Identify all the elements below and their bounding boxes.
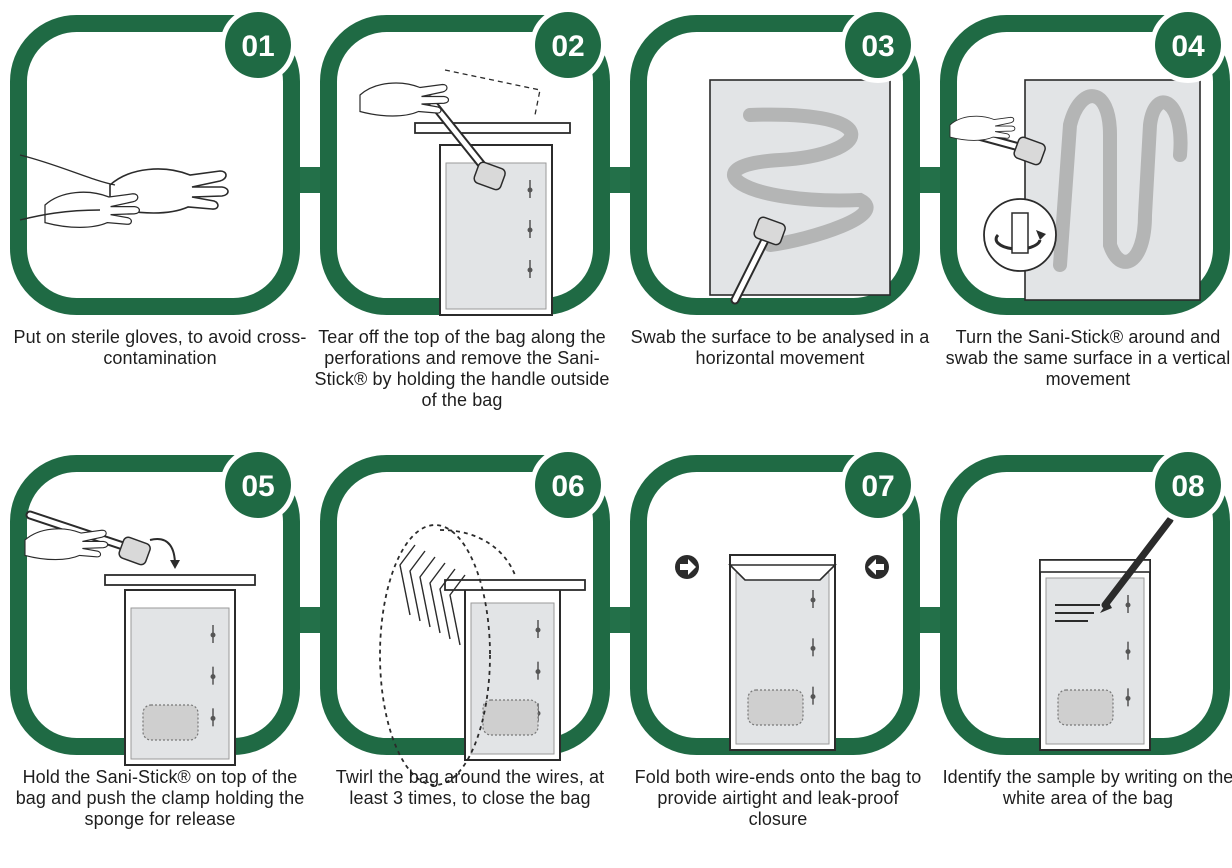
step-number-badge: 03 xyxy=(840,7,916,83)
step-number-label: 08 xyxy=(1171,470,1204,503)
gloved-hand-icon xyxy=(360,83,449,116)
step-number-label: 03 xyxy=(861,30,894,63)
step-number-badge: 04 xyxy=(1150,7,1226,83)
sample-bag-icon xyxy=(125,590,235,765)
sample-bag-icon xyxy=(730,555,835,750)
sponge-icon xyxy=(143,705,198,740)
step-05: 05 xyxy=(19,447,297,765)
sponge-icon xyxy=(1058,690,1113,725)
step-07: 07 xyxy=(639,447,917,750)
step-caption-05: Hold the Sani-Stick® on top of the bag a… xyxy=(10,767,310,830)
step-03: 03 xyxy=(639,7,917,307)
step-number-badge: 06 xyxy=(530,447,606,523)
step-number-badge: 07 xyxy=(840,447,916,523)
horizontal-swab-icon xyxy=(710,80,890,300)
step-number-label: 01 xyxy=(241,30,274,63)
surface-panel-icon xyxy=(710,80,890,295)
step-02: 02 xyxy=(329,7,607,315)
step-04: 04 xyxy=(949,7,1227,307)
step-number-label: 02 xyxy=(551,30,584,63)
step-caption-07: Fold both wire-ends onto the bag to prov… xyxy=(628,767,928,830)
push-left-arrow-icon xyxy=(675,555,699,579)
step-number-label: 05 xyxy=(241,470,274,503)
step-number-badge: 02 xyxy=(530,7,606,83)
step-number-badge: 08 xyxy=(1150,447,1226,523)
step-number-label: 07 xyxy=(861,470,894,503)
step-number-label: 06 xyxy=(551,470,584,503)
sample-bag-icon xyxy=(465,585,560,760)
step-caption-04: Turn the Sani-Stick® around and swab the… xyxy=(938,327,1232,390)
surface-panel-icon xyxy=(1025,80,1200,300)
sponge-icon xyxy=(483,700,538,735)
step-caption-01: Put on sterile gloves, to avoid cross-co… xyxy=(10,327,310,369)
step-caption-08: Identify the sample by writing on the wh… xyxy=(938,767,1232,809)
sample-bag-icon xyxy=(1040,560,1150,750)
step-number-badge: 01 xyxy=(220,7,296,83)
step-caption-03: Swab the surface to be analysed in a hor… xyxy=(630,327,930,369)
sponge-icon xyxy=(748,690,803,725)
gloved-hand-icon xyxy=(25,529,108,560)
rotate-stick-icon xyxy=(984,199,1056,271)
step-01: 01 xyxy=(19,7,297,307)
push-right-arrow-icon xyxy=(865,555,889,579)
step-number-label: 04 xyxy=(1171,30,1205,63)
step-08: 08 xyxy=(949,447,1227,750)
gloved-hand-icon xyxy=(950,116,1015,140)
step-caption-02: Tear off the top of the bag along the pe… xyxy=(312,327,612,411)
step-06: 06 xyxy=(329,447,607,785)
step-number-badge: 05 xyxy=(220,447,296,523)
step-caption-06: Twirl the bag around the wires, at least… xyxy=(320,767,620,809)
